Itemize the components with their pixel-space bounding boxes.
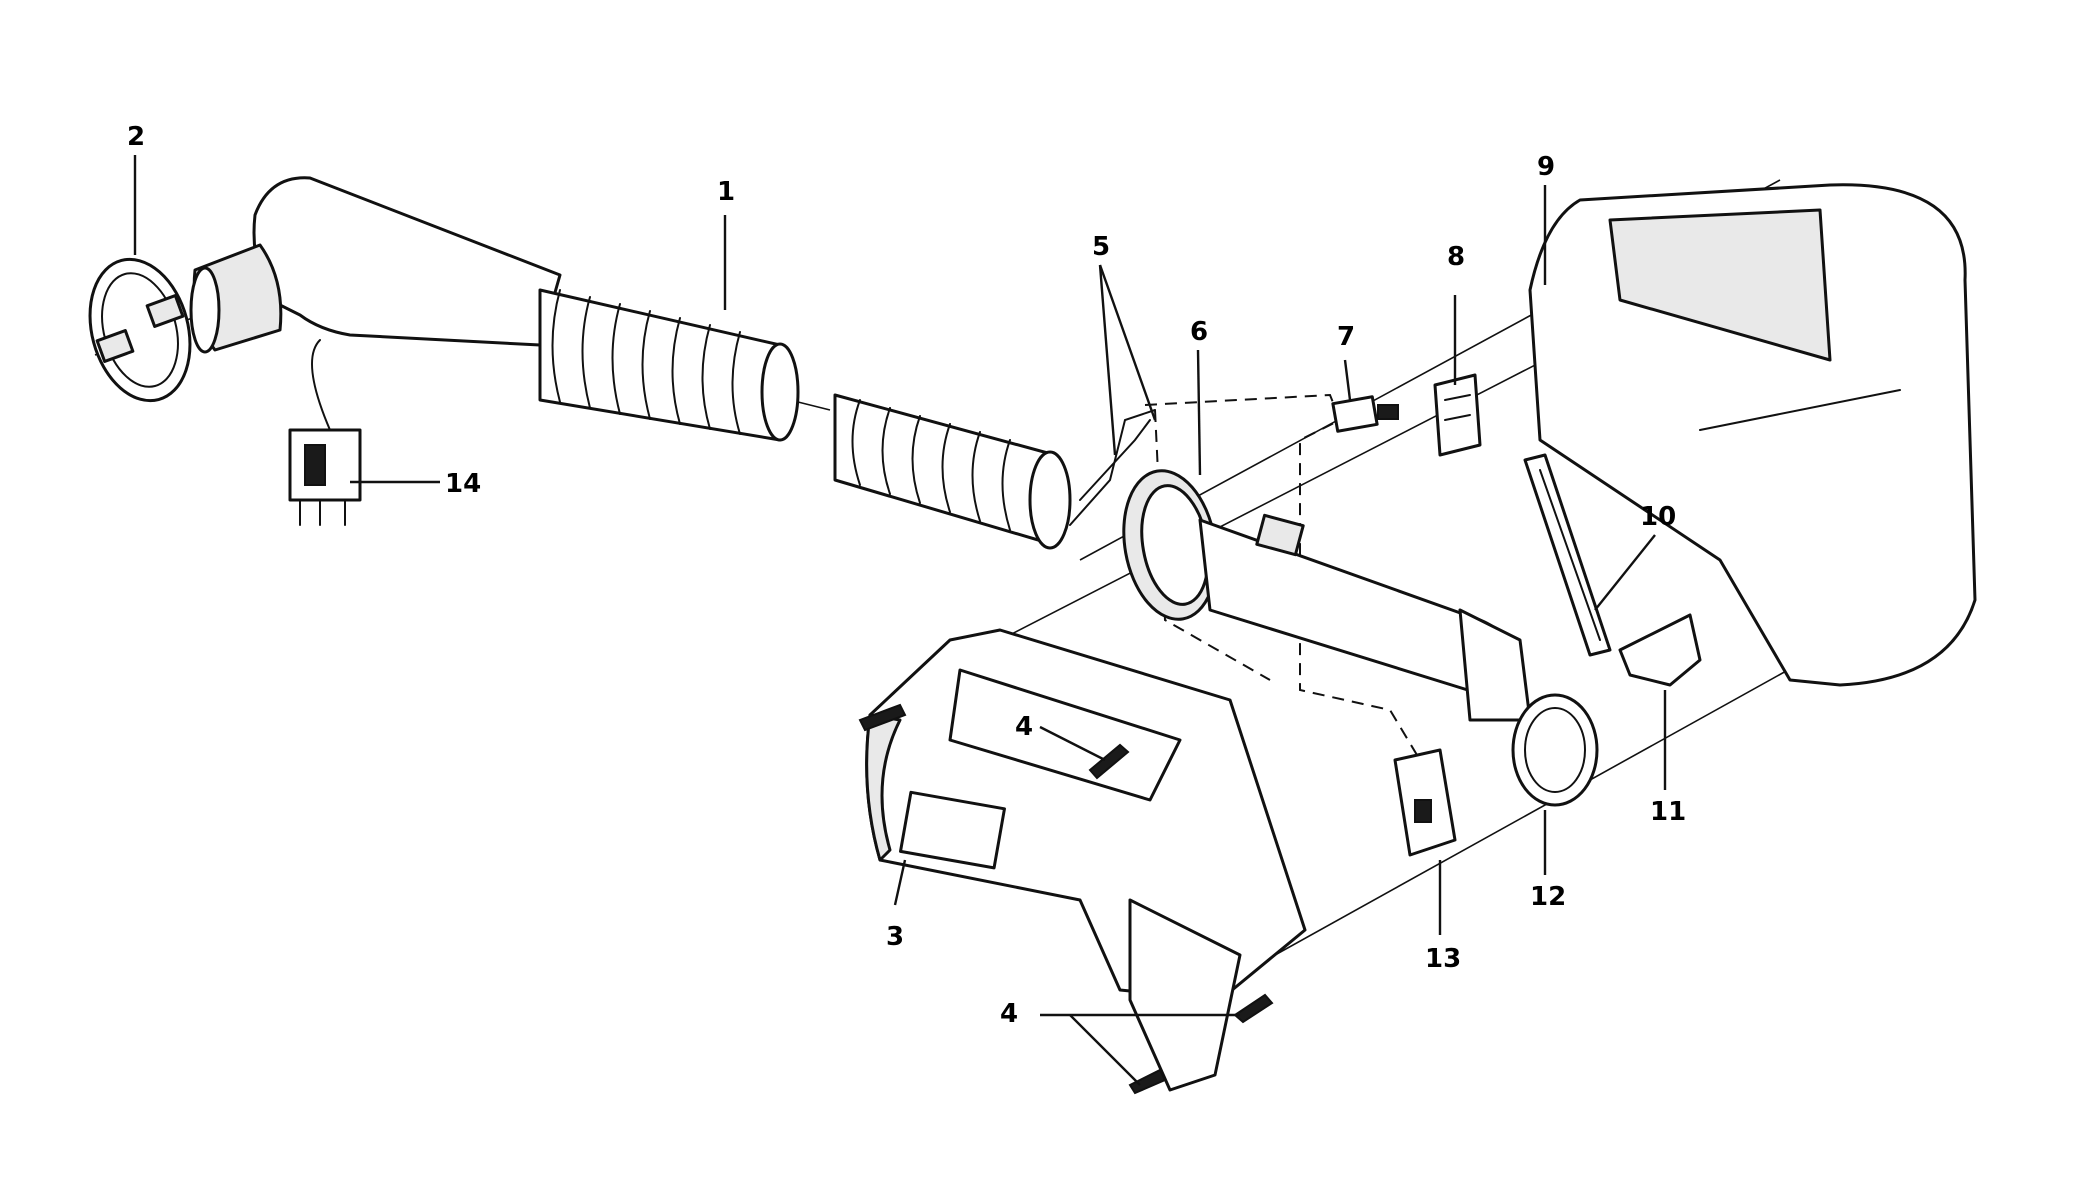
callout-8: 8 [1447,242,1465,272]
callout-1: 1 [717,177,735,207]
callout-3: 3 [886,922,904,952]
part-10-brush-strip [1523,453,1612,657]
part-4-screws [858,703,1274,1095]
part-12-outlet-ring [1511,693,1599,807]
callout-14: 14 [445,469,481,499]
callout-11: 11 [1650,797,1686,827]
callout-leader-lines [133,155,1667,1086]
part-1-hose-assembly [189,176,1072,550]
part-6-nozzle-ring [1122,469,1218,621]
callout-2: 2 [127,122,145,152]
callout-12: 12 [1530,882,1566,912]
part-11-latch [1618,613,1702,687]
callout-4-upper: 4 [1015,712,1033,742]
callout-4-lower: 4 [1000,999,1018,1029]
callout-labels: 1 2 3 4 4 5 6 7 8 9 10 11 12 13 14 [127,122,1686,1029]
part-3-front-housing [865,628,1307,1092]
part-5-spring-clips [1069,409,1156,526]
callout-13: 13 [1425,944,1461,974]
part-7-connector [1331,395,1399,433]
part-14-switch [288,339,362,526]
part-2-clamp-ring [88,257,192,403]
callout-5: 5 [1092,232,1110,262]
callout-9: 9 [1537,152,1555,182]
part-9-rear-housing [1528,183,1977,687]
part-8-bracket [1433,373,1482,457]
callout-6: 6 [1190,317,1208,347]
callout-7: 7 [1337,322,1355,352]
motor-housing [1198,513,1532,722]
callout-10: 10 [1640,502,1676,532]
part-13-socket [1393,748,1457,857]
